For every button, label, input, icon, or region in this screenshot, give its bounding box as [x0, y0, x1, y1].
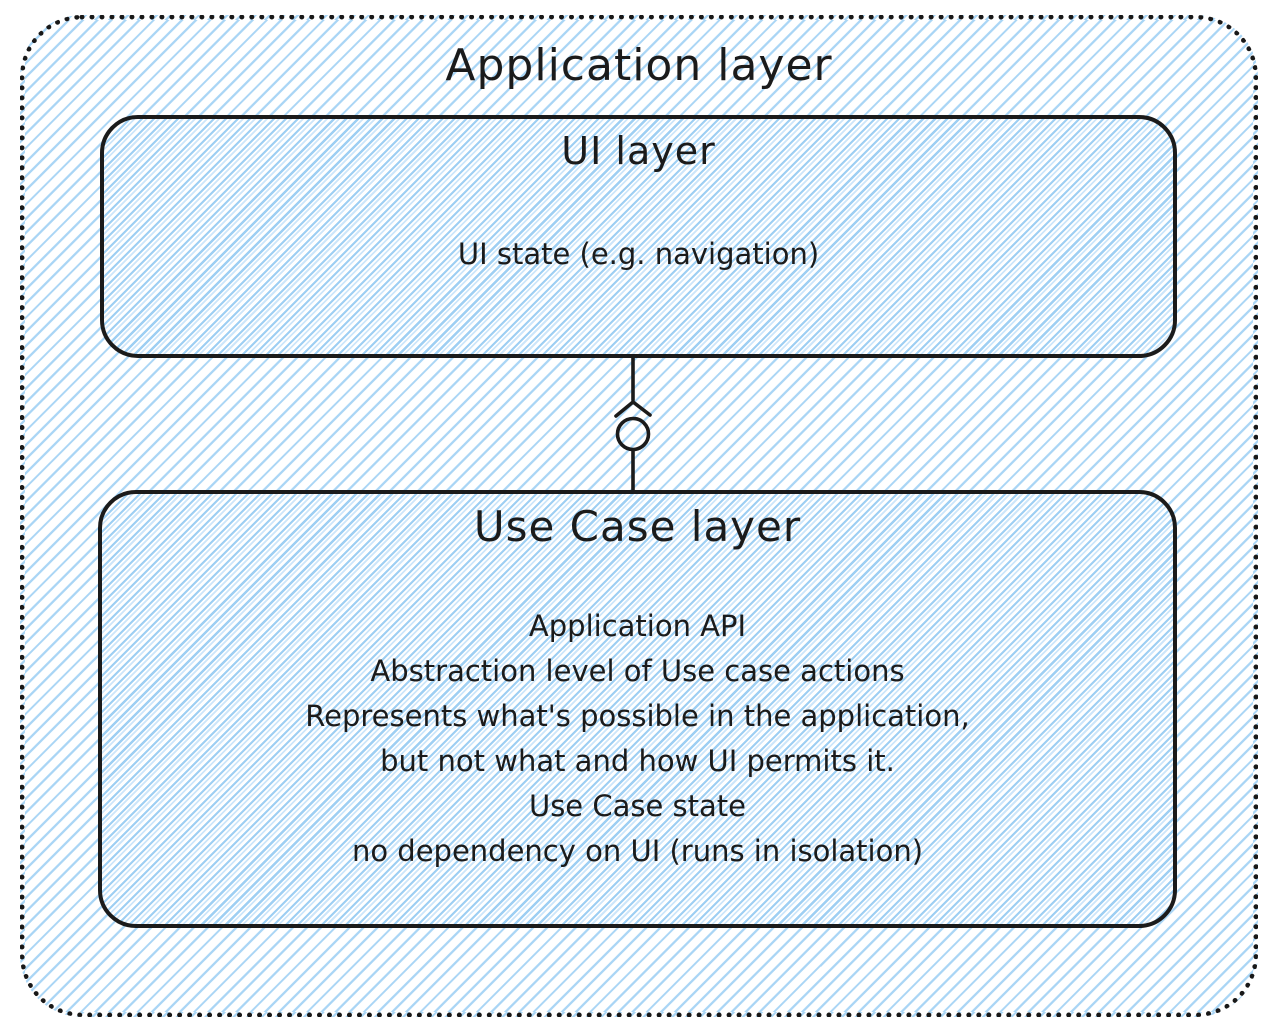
ui-layer-body: UI state (e.g. navigation) [457, 237, 820, 271]
ui-layer-title: UI layer [561, 129, 716, 173]
use-case-line: no dependency on UI (runs in isolation) [351, 834, 924, 868]
application-layer-title: Application layer [445, 40, 833, 91]
ui-to-usecase-connector [605, 357, 661, 491]
use-case-layer-title: Use Case layer [473, 502, 802, 551]
use-case-line: Abstraction level of Use case actions [370, 654, 905, 688]
use-case-line: Application API [528, 609, 747, 643]
use-case-line: Use Case state [528, 789, 747, 823]
ui-layer-box: UI layer UI state (e.g. navigation) [100, 115, 1177, 358]
use-case-line: Represents what's possible in the applic… [305, 699, 970, 733]
chevron-up-icon [614, 400, 652, 418]
use-case-layer-box: Use Case layer Application API Abstracti… [98, 490, 1177, 928]
use-case-line: but not what and how UI permits it. [380, 744, 895, 778]
interface-circle-icon [615, 416, 651, 452]
use-case-layer-body: Application API Abstraction level of Use… [102, 604, 1173, 874]
application-layer-container: Application layer UI layer UI state (e.g… [20, 15, 1258, 1017]
